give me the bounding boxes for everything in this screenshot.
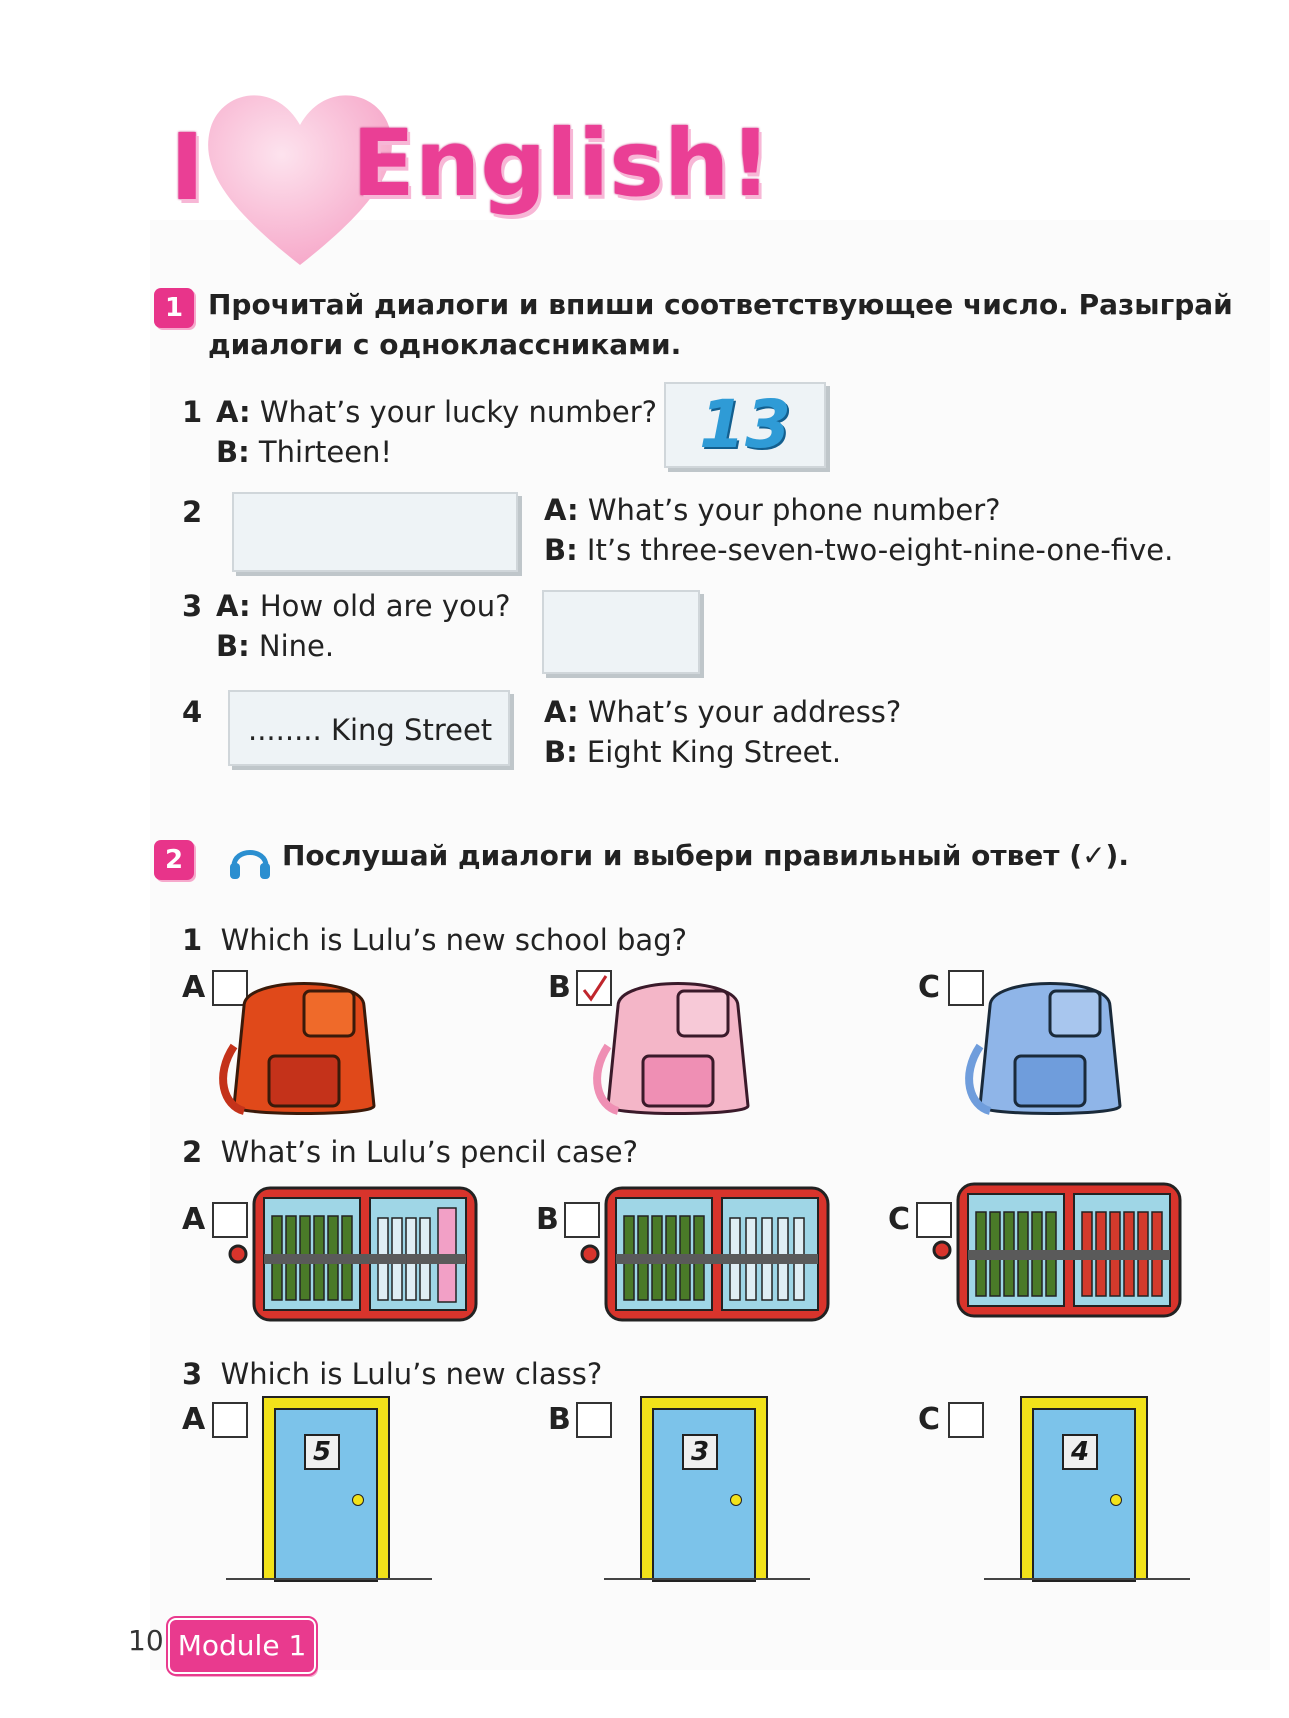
door-number: 3: [682, 1434, 718, 1470]
question-1: 1 Which is Lulu’s new school bag?: [182, 923, 688, 957]
question-3: 3 Which is Lulu’s new class?: [182, 1357, 603, 1391]
door-knob: [352, 1494, 364, 1506]
door-knob: [1110, 1494, 1122, 1506]
headphones-icon: [230, 850, 270, 879]
title-word: English!: [352, 110, 772, 217]
dialog-line-a: A: What’s your lucky number?: [216, 395, 658, 429]
door-4-image: 4: [984, 1396, 1190, 1582]
option-label: C: [918, 1402, 941, 1437]
pencil-case-c-image: [932, 1182, 1182, 1318]
option-label: B: [548, 970, 571, 1005]
answer-box-3[interactable]: [542, 590, 700, 674]
heart-icon: [208, 95, 392, 266]
option-label: C: [918, 970, 941, 1005]
answer-box-2[interactable]: [232, 492, 518, 572]
option-label: A: [182, 970, 206, 1005]
pencil-case-b-image: [580, 1186, 830, 1322]
exercise-2-number: 2: [154, 840, 194, 880]
answer-box-1[interactable]: 13: [664, 382, 826, 468]
orange-backpack-image: [219, 982, 376, 1115]
item-number: 2: [182, 495, 203, 529]
dialog-line-b: B: Nine.: [216, 629, 335, 663]
checkbox[interactable]: [564, 1202, 600, 1238]
checkbox[interactable]: [212, 970, 248, 1006]
title-letter: I: [170, 114, 205, 221]
module-badge: Module 1: [166, 1616, 318, 1676]
option-label: C: [888, 1202, 911, 1237]
door-number: 5: [304, 1434, 340, 1470]
checkbox[interactable]: [576, 1402, 612, 1438]
door-5-image: 5: [226, 1396, 432, 1582]
blue-backpack-image: [965, 982, 1122, 1115]
dialog-line-b: B: It’s three-seven-two-eight-nine-one-f…: [544, 533, 1174, 567]
door-knob: [730, 1494, 742, 1506]
exercise-1-instruction-line2: диалоги с одноклассниками.: [208, 328, 682, 361]
checkbox[interactable]: [948, 1402, 984, 1438]
answer-box-4[interactable]: ........ King Street: [228, 690, 510, 766]
item-number: 1: [182, 395, 203, 429]
dialog-line-a: A: What’s your address?: [544, 695, 902, 729]
door-number: 4: [1062, 1434, 1098, 1470]
checkbox-checked[interactable]: [576, 970, 612, 1006]
option-label: A: [182, 1202, 206, 1237]
pencil-case-a-image: [228, 1186, 478, 1322]
exercise-1-number: 1: [154, 288, 194, 328]
dialog-line-b: B: Eight King Street.: [544, 735, 842, 769]
option-label: B: [548, 1402, 571, 1437]
option-label: B: [536, 1202, 559, 1237]
door-3-image: 3: [604, 1396, 810, 1582]
checkbox[interactable]: [212, 1402, 248, 1438]
checkbox[interactable]: [916, 1202, 952, 1238]
option-label: A: [182, 1402, 206, 1437]
dialog-line-a: A: What’s your phone number?: [544, 493, 1001, 527]
pink-backpack-image: [593, 982, 750, 1115]
dialog-line-a: A: How old are you?: [216, 589, 511, 623]
page-number: 10: [128, 1624, 164, 1657]
checkbox[interactable]: [948, 970, 984, 1006]
exercise-2-instruction: Послушай диалоги и выбери правильный отв…: [282, 839, 1129, 872]
question-2: 2 What’s in Lulu’s pencil case?: [182, 1135, 638, 1169]
item-number: 3: [182, 589, 203, 623]
dialog-line-b: B: Thirteen!: [216, 435, 393, 469]
checkbox[interactable]: [212, 1202, 248, 1238]
checkmark-icon: [582, 975, 608, 1002]
exercise-1-instruction-line1: Прочитай диалоги и впиши соответствующее…: [208, 288, 1233, 321]
item-number: 4: [182, 695, 203, 729]
